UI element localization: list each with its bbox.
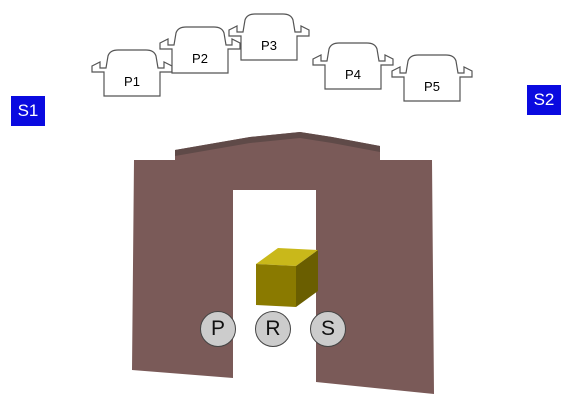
p-button[interactable]: P [200,311,236,347]
pod-5[interactable] [391,54,473,102]
s1-button[interactable]: S1 [11,96,45,126]
r-button[interactable]: R [255,311,291,347]
pod-3[interactable] [228,13,310,61]
pod-4[interactable] [312,42,394,90]
s-button[interactable]: S [310,311,346,347]
pod-1[interactable] [91,49,173,97]
building-roof [175,132,380,156]
box-object[interactable] [256,248,318,307]
s2-button[interactable]: S2 [527,85,561,115]
pod-2[interactable] [159,26,241,74]
